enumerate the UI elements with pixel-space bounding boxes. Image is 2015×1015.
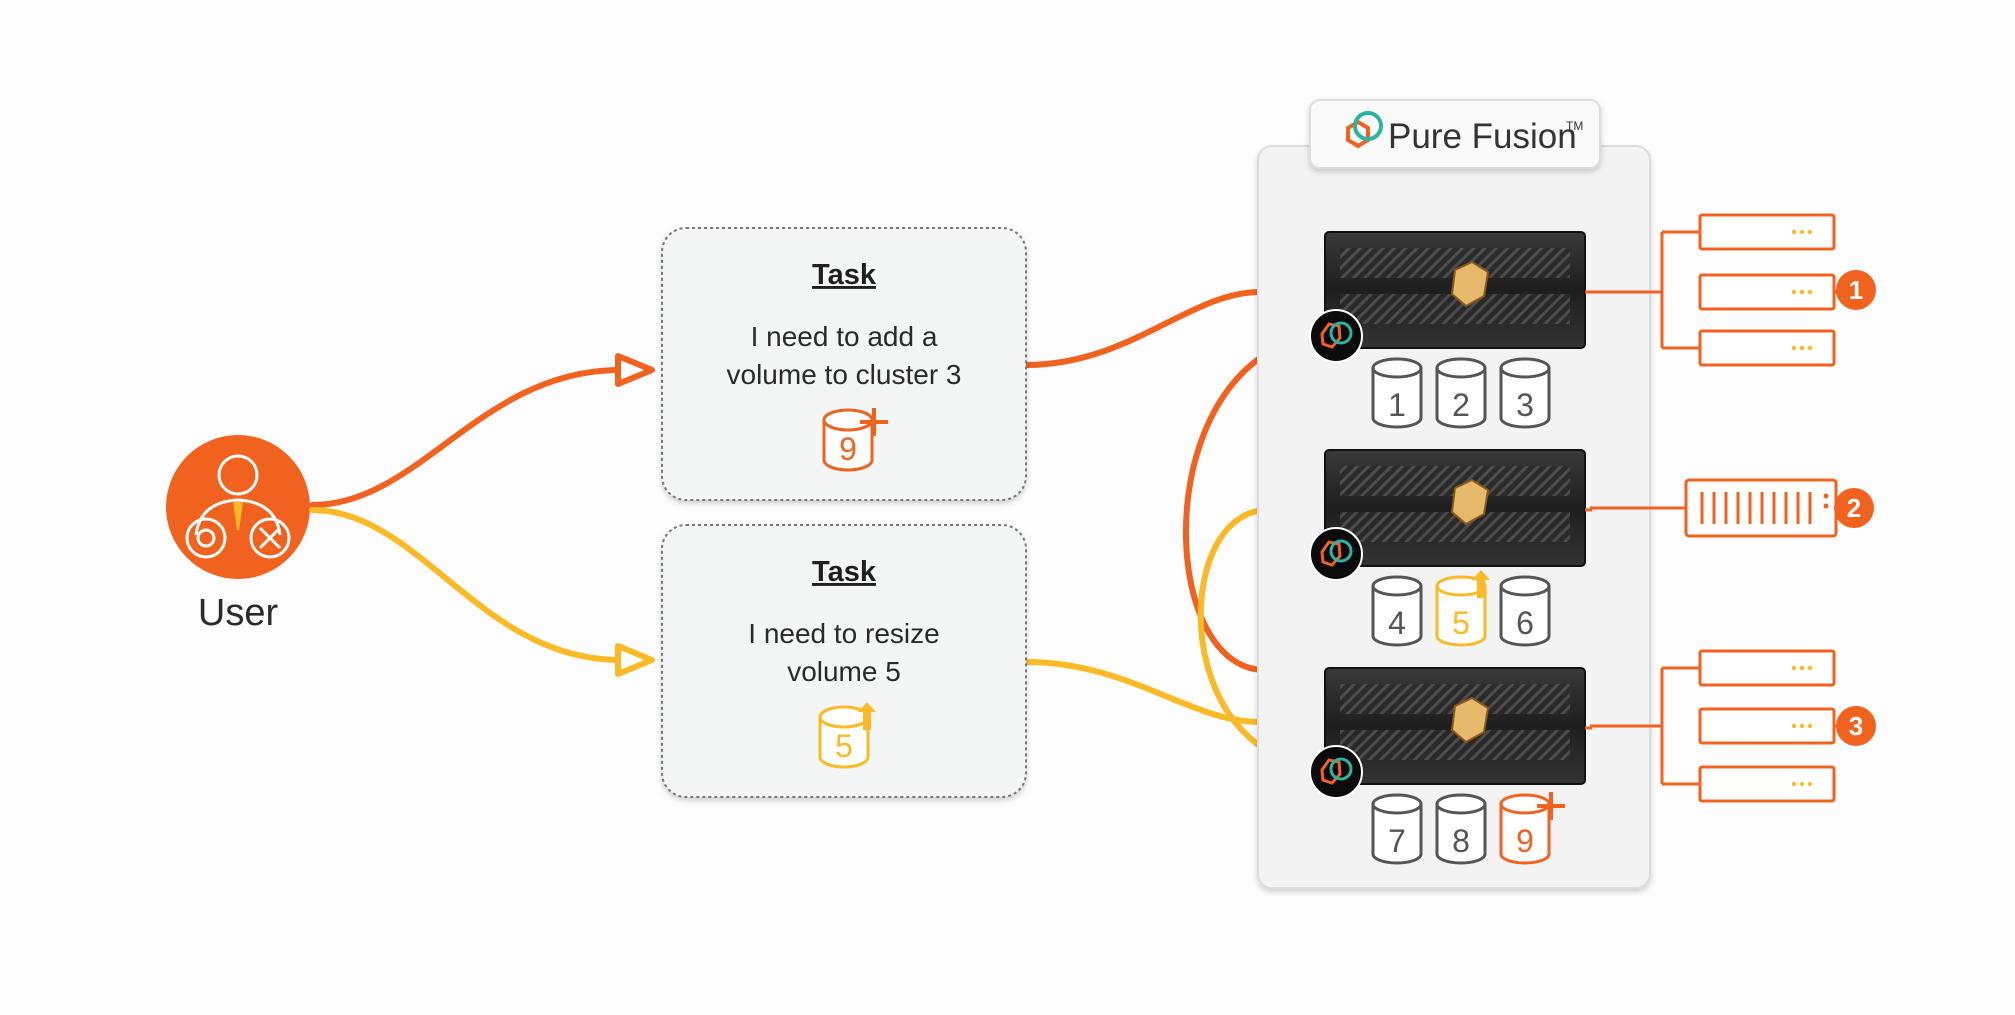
volume-6: 6	[1499, 575, 1551, 647]
volume-7: 7	[1371, 793, 1423, 865]
task-description-line: volume to cluster 3	[727, 359, 962, 390]
pure-storage-logo-icon	[1450, 260, 1490, 308]
volume-4: 4	[1371, 575, 1423, 647]
volume-number: 8	[1452, 823, 1470, 859]
volume-3: 3	[1499, 357, 1551, 429]
user-label: User	[198, 592, 279, 634]
volume-resize-icon: 5	[818, 702, 876, 769]
user-admin-icon	[185, 454, 291, 559]
storage-array-1: 1 2 3	[1309, 231, 1592, 429]
volume-number: 7	[1388, 823, 1406, 859]
cluster-badge-1: 1	[1834, 270, 1876, 310]
storage-arrays: 1 2 3 4 5 6 7 8 9	[1309, 231, 1592, 865]
volume-5: 5	[1435, 570, 1490, 647]
array-drive-bay	[1340, 730, 1570, 760]
cluster-badge-number: 2	[1847, 493, 1861, 523]
cluster-badges: 1 2 3	[1834, 270, 1876, 746]
cluster-badge-3: 3	[1834, 706, 1876, 746]
task-title: Task	[812, 259, 877, 291]
arrowhead-task1	[615, 353, 655, 387]
trademark-mark: TM	[1566, 119, 1583, 133]
volume-number: 5	[835, 728, 853, 764]
cluster-3-server-stack	[1590, 649, 1836, 803]
storage-array-2: 4 5 6	[1309, 449, 1592, 647]
volume-number: 1	[1388, 387, 1406, 423]
volume-8: 8	[1435, 793, 1487, 865]
arrowhead-task2	[615, 643, 655, 677]
fusion-agent-icon	[1309, 309, 1363, 363]
task1-to-array1-arrow	[1023, 289, 1263, 368]
user-to-task1-arrow	[309, 367, 623, 508]
array-drive-bay	[1340, 294, 1570, 324]
volume-number: 3	[1516, 387, 1534, 423]
pure-fusion-logo-text: Pure Fusion	[1388, 117, 1577, 156]
task-card-resize-volume: Task I need to resize volume 5 5	[661, 524, 1027, 798]
volume-add-icon: 9	[822, 408, 888, 472]
task-card-add-volume: Task I need to add a volume to cluster 3…	[661, 227, 1027, 501]
task-description-line: volume 5	[787, 656, 901, 687]
fusion-agent-icon	[1309, 527, 1363, 581]
task-description-line: I need to add a	[751, 321, 938, 352]
fusion-agent-icon	[1309, 745, 1363, 799]
cluster-badge-number: 3	[1849, 711, 1863, 741]
volume-number: 6	[1516, 605, 1534, 641]
task-title: Task	[812, 556, 877, 588]
pure-storage-logo-icon	[1450, 696, 1490, 744]
volume-number: 4	[1388, 605, 1406, 641]
pure-fusion-header: Pure Fusion TM	[1309, 99, 1601, 169]
cluster-badge-number: 1	[1849, 275, 1863, 305]
volume-number: 2	[1452, 387, 1470, 423]
volume-number: 9	[1516, 823, 1534, 859]
volume-9: 9	[1499, 792, 1565, 865]
storage-array-3: 7 8 9	[1309, 667, 1592, 865]
array-drive-bay	[1340, 512, 1570, 542]
cluster-badge-2: 2	[1834, 488, 1874, 528]
task-description-line: I need to resize	[748, 618, 939, 649]
volume-2: 2	[1435, 357, 1487, 429]
resize-up-arrow-icon	[1472, 570, 1490, 598]
user-node: User	[166, 435, 310, 634]
host-clusters	[1590, 213, 1838, 803]
volume-number: 9	[839, 431, 857, 467]
pure-storage-logo-icon	[1450, 478, 1490, 526]
user-to-task2-arrow	[309, 507, 623, 663]
add-plus-icon	[1537, 792, 1565, 820]
volume-number: 5	[1452, 605, 1470, 641]
cluster-1-server-stack	[1590, 213, 1836, 367]
volume-1: 1	[1371, 357, 1423, 429]
pure-fusion-logo-icon	[1346, 111, 1383, 149]
